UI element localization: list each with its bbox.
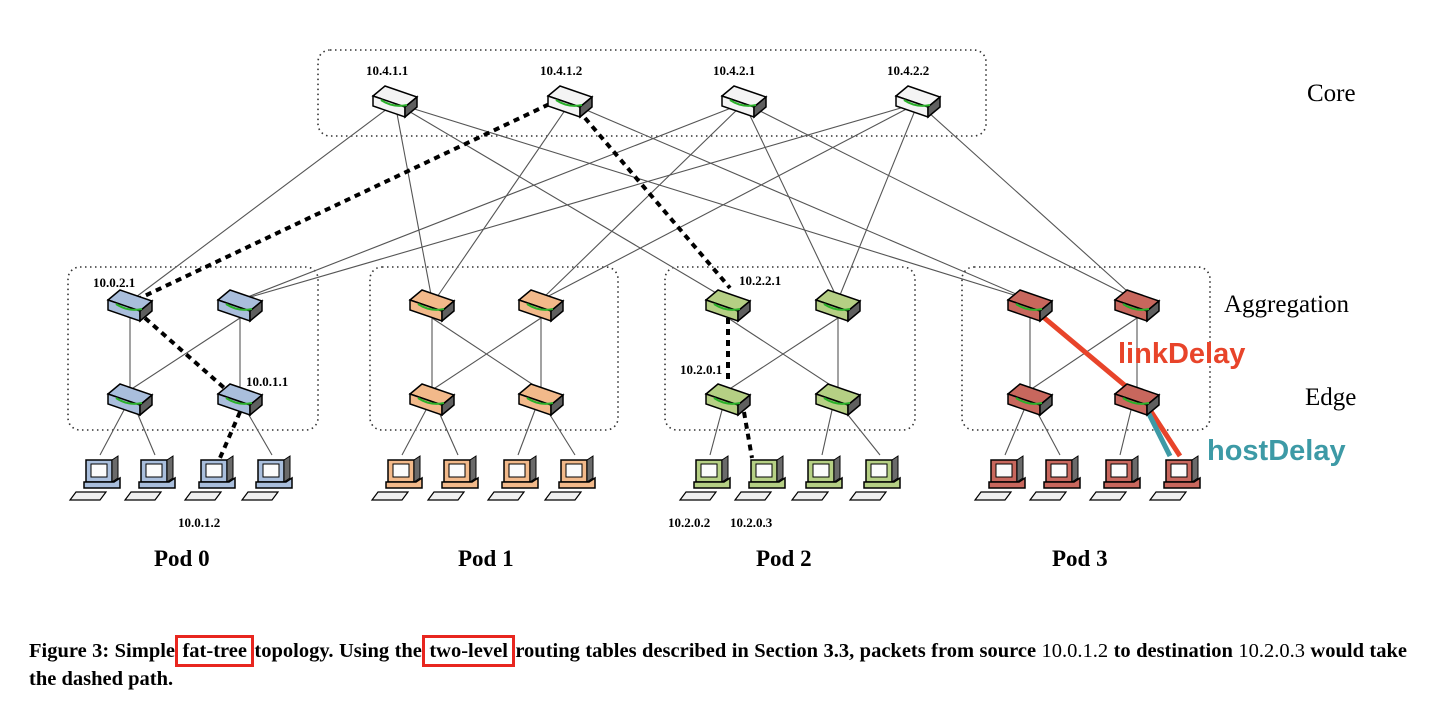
pod-0-agg-switch-1 (107, 289, 153, 322)
pod-0-host-1 (69, 455, 121, 501)
pod-2-agg-label: 10.2.2.1 (739, 273, 781, 288)
pod-0-host-label: 10.0.1.2 (178, 515, 220, 530)
figure-caption: Figure 3: Simple fat-tree topology. Usin… (29, 635, 1407, 693)
pod-1-agg-switch-1 (409, 289, 455, 322)
caption-highlight-fat-tree: fat-tree (175, 635, 254, 667)
core-label-1: 10.4.1.1 (366, 63, 408, 78)
pod-0-edge-switch-1 (107, 383, 153, 416)
pod-3-host-4 (1149, 455, 1201, 501)
core-box (317, 49, 987, 137)
core-labels: 10.4.1.1 10.4.1.2 10.4.2.1 10.4.2.2 (366, 63, 929, 78)
caption-highlight-two-level: two-level (422, 635, 515, 667)
core-label-4: 10.4.2.2 (887, 63, 929, 78)
core-switch-2 (547, 85, 593, 118)
layer-label-core: Core (1307, 80, 1356, 107)
pod-3-host-3 (1089, 455, 1141, 501)
core-links (131, 102, 1138, 301)
pod-0-agg-switch-2 (217, 289, 263, 322)
caption-part-5: would take the dashed path. (29, 640, 1407, 690)
pod-2-host-3 (791, 455, 843, 501)
pod-3-host-1 (974, 455, 1026, 501)
host-delay-label: hostDelay (1207, 435, 1346, 467)
pod-2-box (664, 266, 916, 431)
pod-2-edge-switch-1 (705, 383, 751, 416)
pod-1-label: Pod 1 (458, 546, 514, 571)
pod-0-host-3 (184, 455, 236, 501)
pod-3-agg-switch-1 (1007, 289, 1053, 322)
pod-0-edge-label: 10.0.1.1 (246, 374, 288, 389)
core-label-2: 10.4.1.2 (540, 63, 582, 78)
pod-0-label: Pod 0 (154, 546, 210, 571)
pod-1-host-4 (544, 455, 596, 501)
dashed-path (135, 98, 754, 459)
caption-part-4: to destination (1108, 640, 1239, 662)
pod-1-edge-switch-1 (409, 383, 455, 416)
pod-3-edge-switch-2 (1114, 383, 1160, 416)
pod-2-host-2 (734, 455, 786, 501)
pod-3-label: Pod 3 (1052, 546, 1108, 571)
pod-0-host-2 (124, 455, 176, 501)
pod-1-agg-switch-2 (518, 289, 564, 322)
caption-destination-ip: 10.2.0.3 (1238, 640, 1305, 662)
caption-source-ip: 10.0.1.2 (1041, 640, 1109, 662)
pod-2-host-label-1: 10.2.0.2 (668, 515, 710, 530)
pod-3-agg-switch-2 (1114, 289, 1160, 322)
pod-2-agg-switch-1 (705, 289, 751, 322)
caption-part-2: topology. Using the (248, 640, 428, 662)
layer-label-aggregation: Aggregation (1224, 291, 1349, 318)
pod-2-edge-switch-2 (815, 383, 861, 416)
pod-2-edge-label: 10.2.0.1 (680, 362, 722, 377)
pod-2-label: Pod 2 (756, 546, 812, 571)
caption-part-3: routing tables described in Section 3.3,… (509, 640, 1042, 662)
core-switch-3 (721, 85, 767, 118)
host-delay-line (1143, 406, 1173, 458)
pod-1-host-1 (371, 455, 423, 501)
pod-2-host-4 (849, 455, 901, 501)
core-label-3: 10.4.2.1 (713, 63, 755, 78)
pod-links (99, 317, 1138, 456)
pod-1-host-3 (487, 455, 539, 501)
layer-boxes (67, 49, 1211, 431)
pod-2-agg-switch-2 (815, 289, 861, 322)
pod-3-host-2 (1029, 455, 1081, 501)
caption-part-1: Figure 3: Simple (29, 640, 181, 662)
pod-0-agg-label: 10.0.2.1 (93, 275, 135, 290)
core-switch-4 (895, 85, 941, 118)
pod-0-box (67, 266, 319, 431)
pod-2-host-label-2: 10.2.0.3 (730, 515, 773, 530)
pod-0-host-4 (241, 455, 293, 501)
pod-3-edge-switch-1 (1007, 383, 1053, 416)
pod-2-host-1 (679, 455, 731, 501)
nodes (69, 85, 1201, 501)
pod-1-edge-switch-2 (518, 383, 564, 416)
layer-label-edge: Edge (1305, 384, 1356, 411)
pod-1-host-2 (427, 455, 479, 501)
link-delay-label: linkDelay (1118, 338, 1245, 370)
core-switch-1 (372, 85, 418, 118)
